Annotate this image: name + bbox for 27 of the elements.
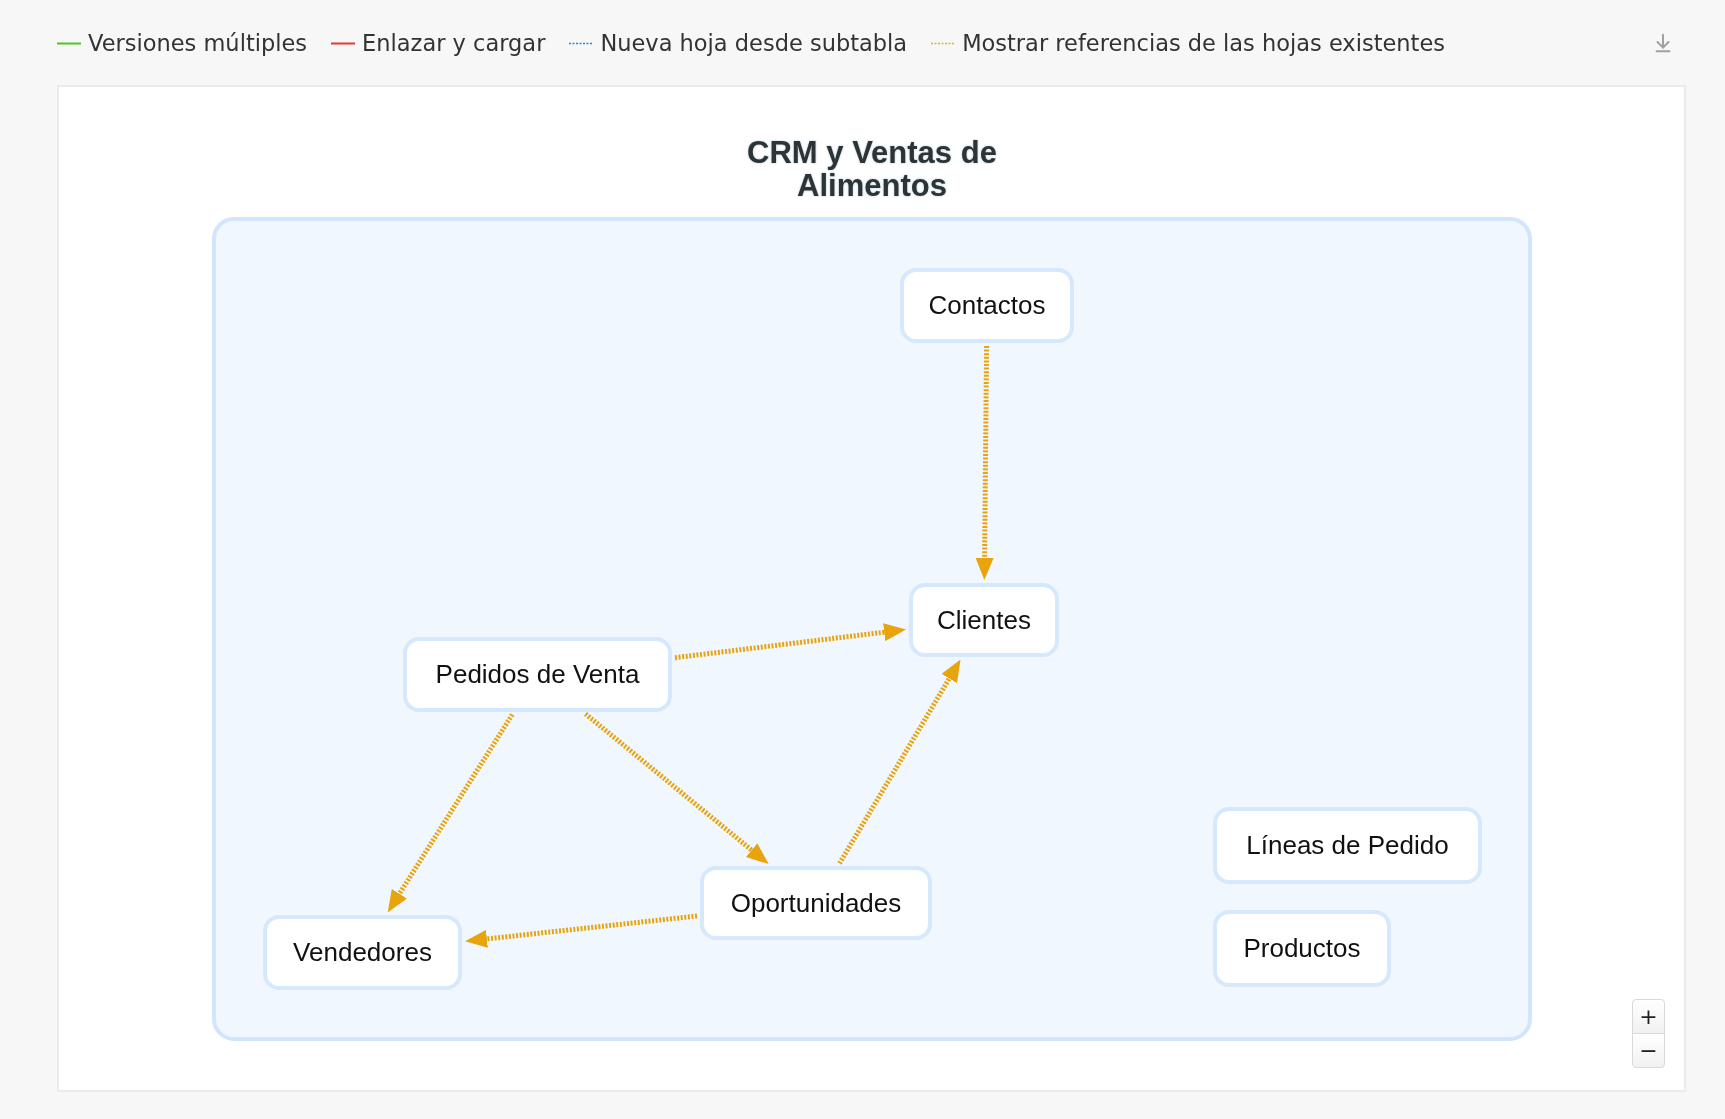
zoom-out-button: −: [1632, 1033, 1665, 1068]
node-label: Contactos: [928, 290, 1046, 321]
legend-label: Nueva hoja desde subtabla: [600, 30, 908, 56]
table-node: [900, 268, 1074, 343]
legend-label: Mostrar referencias de las hojas existentes: [962, 30, 1445, 56]
node-label: Productos: [1243, 933, 1361, 964]
dotted-arrow: [674, 623, 907, 661]
node-label: Clientes: [937, 604, 1031, 636]
table-node: [909, 583, 1059, 657]
dotted-arrow: [837, 659, 961, 865]
table-node: [1213, 807, 1482, 884]
dotted-arrow: [583, 711, 769, 865]
legend-label: Enlazar y cargar: [362, 30, 546, 56]
table-node: [700, 866, 932, 940]
dotted-arrow: [387, 713, 515, 913]
table-node: [1213, 910, 1391, 987]
table-node: [403, 637, 672, 712]
table-node: [263, 915, 462, 990]
dotted-arrow: [975, 345, 994, 580]
node-label: Líneas de Pedido: [1246, 830, 1449, 861]
node-label: Oportunidades: [730, 887, 902, 919]
legend-label: Versiones múltiples: [88, 30, 308, 56]
dotted-arrow: [465, 913, 698, 948]
group-title: CRM y Ventas de Alimentos: [746, 136, 998, 202]
node-label: Vendedores: [293, 937, 432, 968]
node-label: Pedidos de Venta: [435, 659, 640, 690]
zoom-in-button: +: [1632, 999, 1665, 1034]
